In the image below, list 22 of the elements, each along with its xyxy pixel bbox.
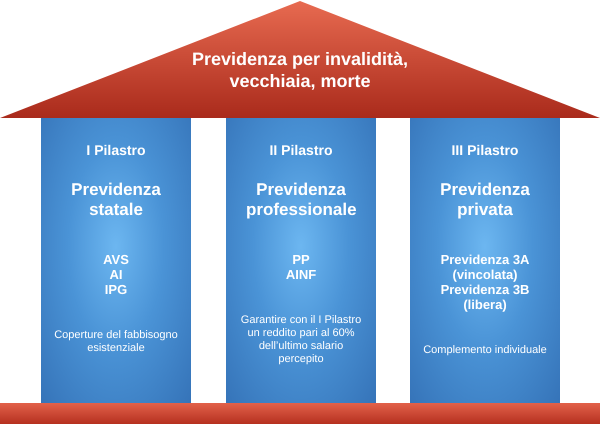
list-item: IPG bbox=[104, 282, 128, 297]
pillar-description: Garantire con il I Pilastro un reddito pari al 60% dell’ultimo salario percepito bbox=[240, 314, 362, 366]
list-item: PP bbox=[291, 252, 311, 267]
pillar-description: Complemento individuale bbox=[422, 344, 548, 357]
list-item: Previdenza 3A (vincolata) bbox=[440, 252, 530, 282]
pillar-title: Previdenza privata bbox=[439, 180, 531, 220]
pillar-description: Coperture del fabbisogno esistenziale bbox=[53, 329, 179, 355]
list-item: AI bbox=[108, 267, 124, 282]
pillar-column bbox=[226, 118, 376, 403]
roof-title: Previdenza per invalidità, vecchiaia, morte bbox=[190, 48, 410, 92]
pillar-column bbox=[410, 118, 560, 403]
list-item: Previdenza 3B (libera) bbox=[440, 282, 530, 312]
pillar-heading: III Pilastro bbox=[452, 142, 518, 158]
roof-triangle bbox=[0, 0, 600, 118]
pillar-title: Previdenza professionale bbox=[246, 180, 356, 220]
pillar-column bbox=[41, 118, 191, 403]
list-item: AINF bbox=[284, 267, 318, 282]
base-bar bbox=[0, 403, 600, 424]
list-item: AVS bbox=[102, 252, 130, 267]
pillar-title: Previdenza statale bbox=[70, 180, 162, 220]
pillar-heading: II Pilastro bbox=[269, 142, 333, 158]
pillar-heading: I Pilastro bbox=[86, 142, 146, 158]
